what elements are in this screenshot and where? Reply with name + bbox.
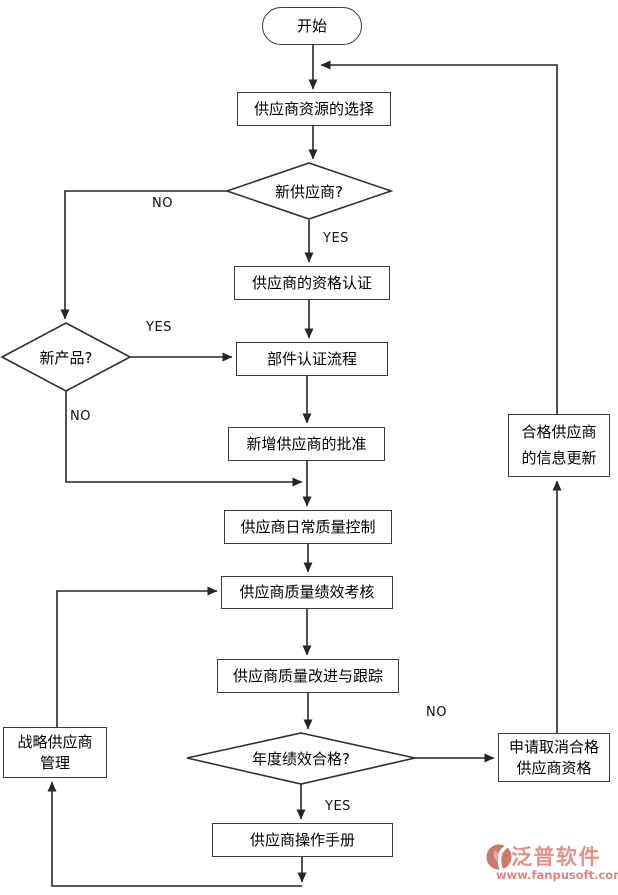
node-daily-quality-control: 供应商日常质量控制 — [224, 510, 392, 544]
node-part-certification: 部件认证流程 — [236, 342, 388, 376]
node-qualified-supplier-info-update: 合格供应商 的信息更新 — [508, 414, 610, 477]
connector-newproduct-no-merge — [65, 391, 303, 487]
branch-label-no-new-supplier: NO — [152, 196, 173, 211]
watermark-brand: 泛普软件 — [511, 845, 601, 869]
branch-label-yes-annual: YES — [325, 799, 351, 814]
decision-new-supplier-shape — [224, 162, 394, 220]
decision-annual-performance-shape — [186, 732, 416, 785]
decision-new-supplier-label: 新供应商? — [275, 182, 343, 201]
branch-label-yes-new-supplier: YES — [323, 231, 349, 246]
node-operation-manual: 供应商操作手册 — [212, 823, 393, 857]
node-cancel-qualification: 申请取消合格 供应商资格 — [498, 733, 610, 782]
node-strategic-supplier-management: 战略供应商 管理 — [3, 727, 107, 778]
branch-label-yes-new-product: YES — [146, 320, 172, 335]
node-supplier-resource-selection: 供应商资源的选择 — [237, 92, 391, 126]
watermark-url: www.fanpusoft.com — [496, 868, 618, 882]
decision-new-product-label: 新产品? — [39, 348, 93, 367]
node-start: 开始 — [262, 7, 362, 45]
connector-strategic-to-perf — [56, 586, 218, 727]
connector-group — [47, 45, 562, 887]
fanpu-logo-icon — [486, 844, 512, 870]
watermark: 泛普软件 www.fanpusoft.com — [483, 841, 618, 889]
decision-shapes — [0, 162, 416, 785]
connector-newsupplier-no-to-newproduct — [60, 190, 228, 320]
decision-new-product-shape — [0, 322, 132, 392]
connector-update-feedback-to-top — [320, 60, 558, 414]
node-performance-review: 供应商质量绩效考核 — [221, 576, 393, 609]
node-quality-improvement: 供应商质量改进与跟踪 — [217, 659, 399, 693]
branch-label-no-annual: NO — [426, 705, 447, 720]
branch-label-no-new-product: NO — [70, 409, 91, 424]
node-approve-new-supplier: 新增供应商的批准 — [228, 427, 385, 461]
decision-annual-performance-label: 年度绩效合格? — [252, 749, 350, 768]
connector-bottom-loop-to-strategic — [47, 781, 302, 887]
node-supplier-qualification: 供应商的资格认证 — [234, 266, 390, 300]
